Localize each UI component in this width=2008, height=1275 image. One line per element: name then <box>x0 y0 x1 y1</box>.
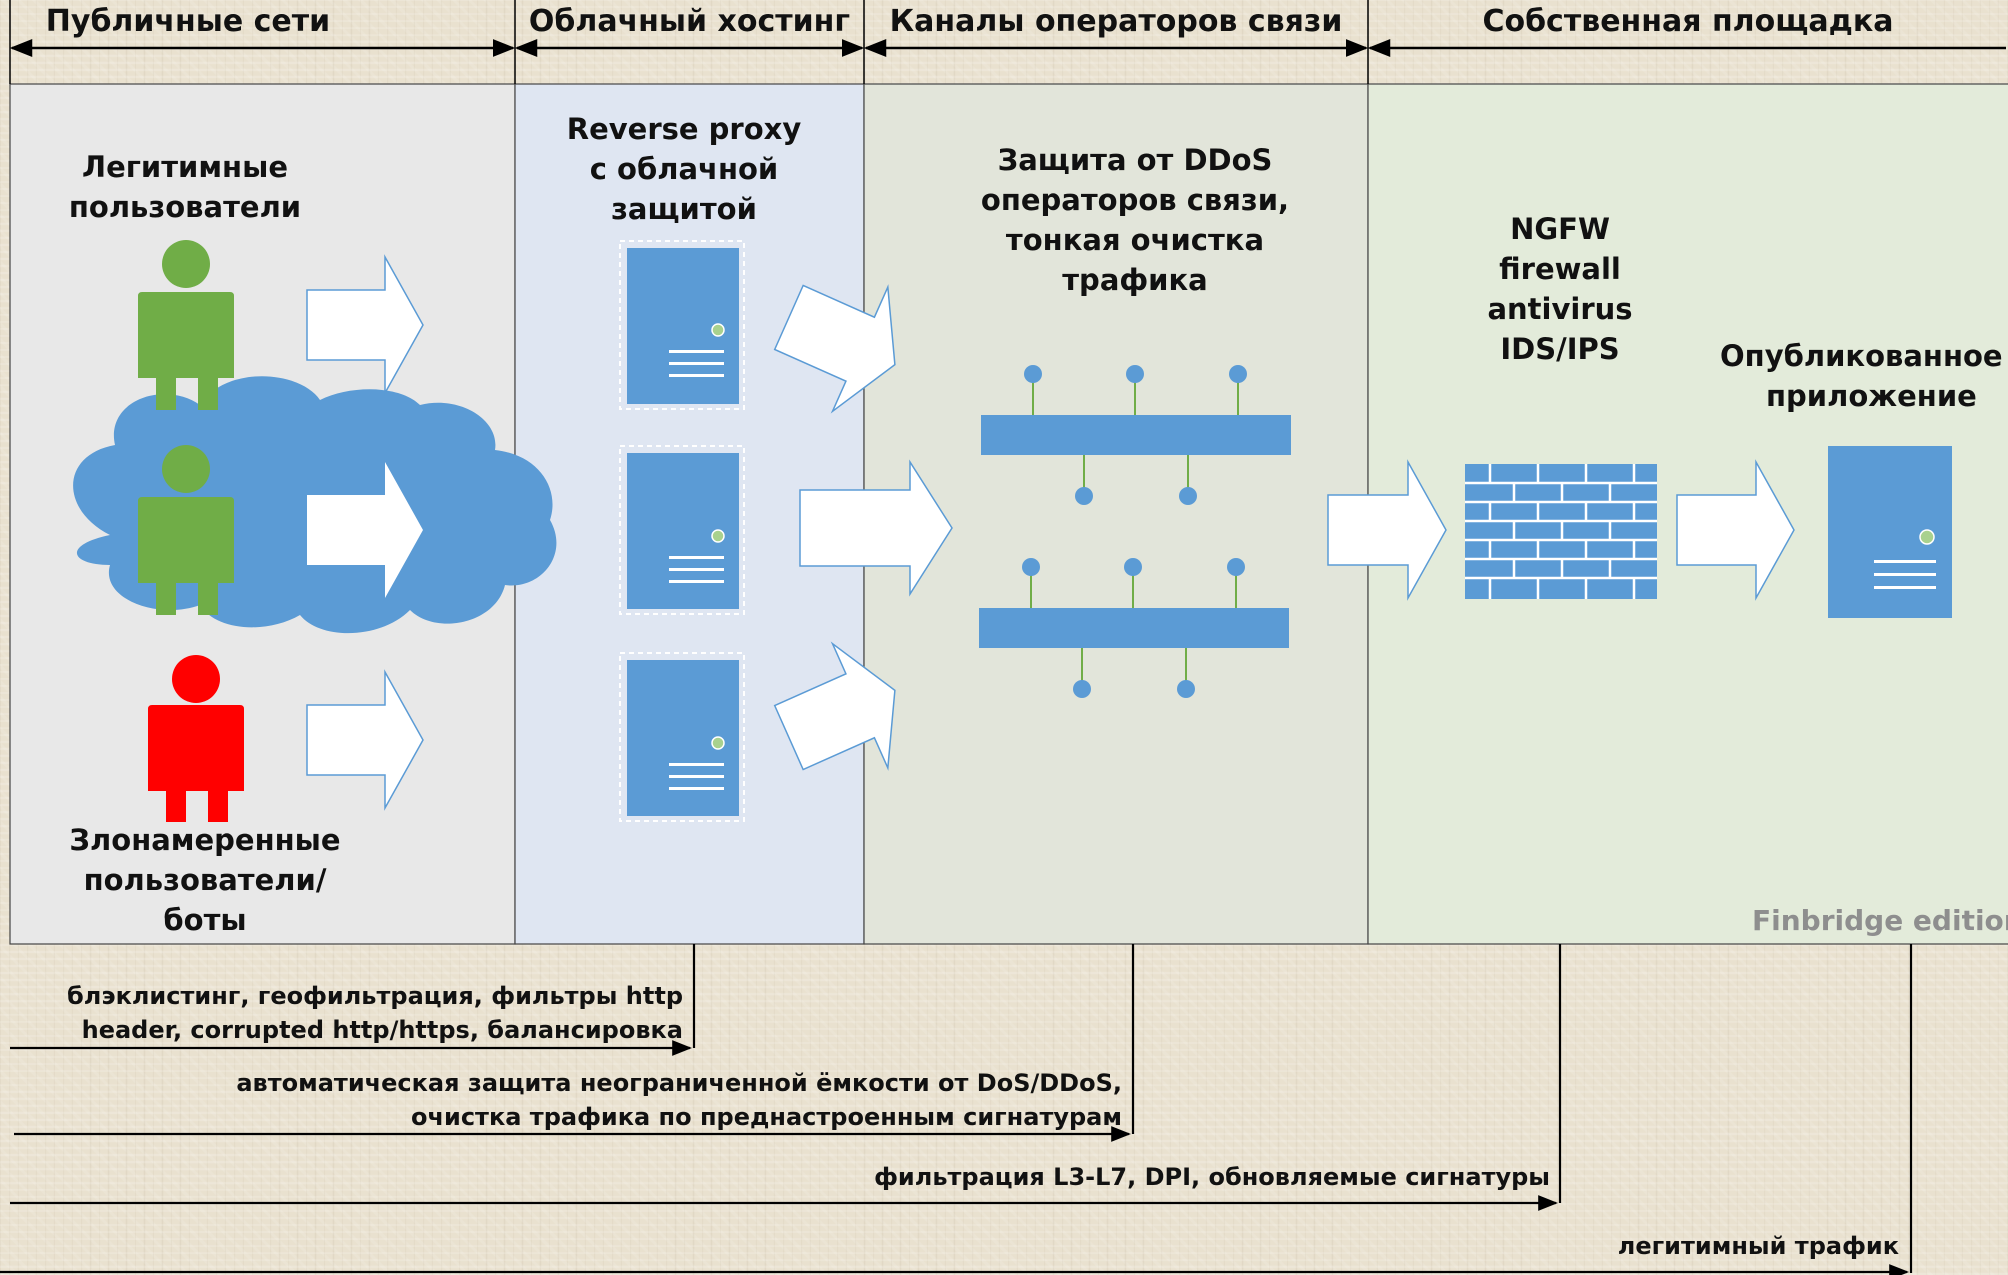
ngfw-label: NGFW firewall antivirus IDS/IPS <box>1460 209 1660 369</box>
zone-title-cloud-hosting: Облачный хостинг <box>528 4 851 39</box>
label-line: Опубликованное <box>1720 339 2003 373</box>
label-line: NGFW <box>1510 212 1610 246</box>
legit-user-icon <box>138 445 234 615</box>
network-segment-icon <box>979 558 1289 698</box>
legit-user-icon <box>138 240 234 410</box>
label-line: тонкая очистка <box>1005 223 1265 257</box>
caption-line: очистка трафика по преднастроенным сигна… <box>411 1103 1122 1131</box>
malicious-users-label: Злонамеренные пользователи/ боты <box>30 820 380 940</box>
label-line: защитой <box>611 192 757 226</box>
label-line: firewall <box>1499 252 1621 286</box>
zone-panel-carrier <box>863 83 1369 945</box>
label-line: пользователи/ <box>83 863 327 897</box>
caption-ngfw-scope: фильтрация L3-L7, DPI, обновляемые сигна… <box>874 1160 1550 1194</box>
carrier-ddos-label: Защита от DDoS операторов связи, тонкая … <box>880 140 1390 300</box>
scope-lines <box>0 944 1913 1275</box>
label-line: antivirus <box>1487 292 1633 326</box>
label-line: Злонамеренные <box>69 823 341 857</box>
reverse-proxy-label: Reverse proxy с облачной защитой <box>515 109 853 229</box>
firewall-icon <box>1465 464 1657 599</box>
arrow-icon <box>1327 459 1447 601</box>
caption-line: header, corrupted http/https, балансиров… <box>81 1016 683 1044</box>
caption-carrier-scope: автоматическая защита неограниченной ёмк… <box>236 1066 1122 1134</box>
server-icon <box>619 652 745 822</box>
server-icon <box>1828 446 1952 618</box>
label-line: операторов связи, <box>980 183 1290 217</box>
arrow-icon <box>773 641 896 771</box>
label-line: Защита от DDoS <box>997 143 1273 177</box>
label-line: с облачной <box>589 152 779 186</box>
label-line: IDS/IPS <box>1500 332 1620 366</box>
zone-dimension-lines <box>9 0 2006 84</box>
caption-line: автоматическая защита неограниченной ёмк… <box>236 1069 1122 1097</box>
caption-legit-traffic: легитимный трафик <box>1618 1229 1899 1263</box>
caption-line: блэклистинг, геофильтрация, фильтры http <box>67 982 683 1010</box>
arrow-icon <box>1676 459 1795 601</box>
network-segment-icon <box>981 365 1291 505</box>
zone-title-own-site: Собственная площадка <box>1482 4 1894 39</box>
caption-line: легитимный трафик <box>1617 1232 1899 1260</box>
arrow-icon <box>773 284 896 414</box>
label-line: пользователи <box>68 190 302 224</box>
arrow-icon <box>306 669 424 811</box>
label-line: трафика <box>1062 263 1208 297</box>
zone-title-public-networks: Публичные сети <box>45 4 331 39</box>
zone-title-carrier-channels: Каналы операторов связи <box>889 4 1343 39</box>
malicious-user-icon <box>148 655 244 822</box>
label-line: Reverse proxy <box>566 112 802 146</box>
arrow-icon <box>307 462 423 598</box>
label-line: боты <box>163 903 247 937</box>
label-line: Легитимные <box>82 150 288 184</box>
watermark-text: Finbridge edition <box>1752 904 2008 937</box>
arrow-icon <box>799 459 953 597</box>
server-icon <box>619 445 745 615</box>
published-app-label: Опубликованное приложение <box>1720 336 2008 416</box>
server-icon <box>619 240 745 410</box>
label-line: приложение <box>1766 379 1977 413</box>
arrow-icon <box>306 254 424 396</box>
legit-users-label: Легитимные пользователи <box>20 147 350 227</box>
caption-line: фильтрация L3-L7, DPI, обновляемые сигна… <box>874 1163 1550 1191</box>
caption-cloud-scope: блэклистинг, геофильтрация, фильтры http… <box>67 979 683 1047</box>
